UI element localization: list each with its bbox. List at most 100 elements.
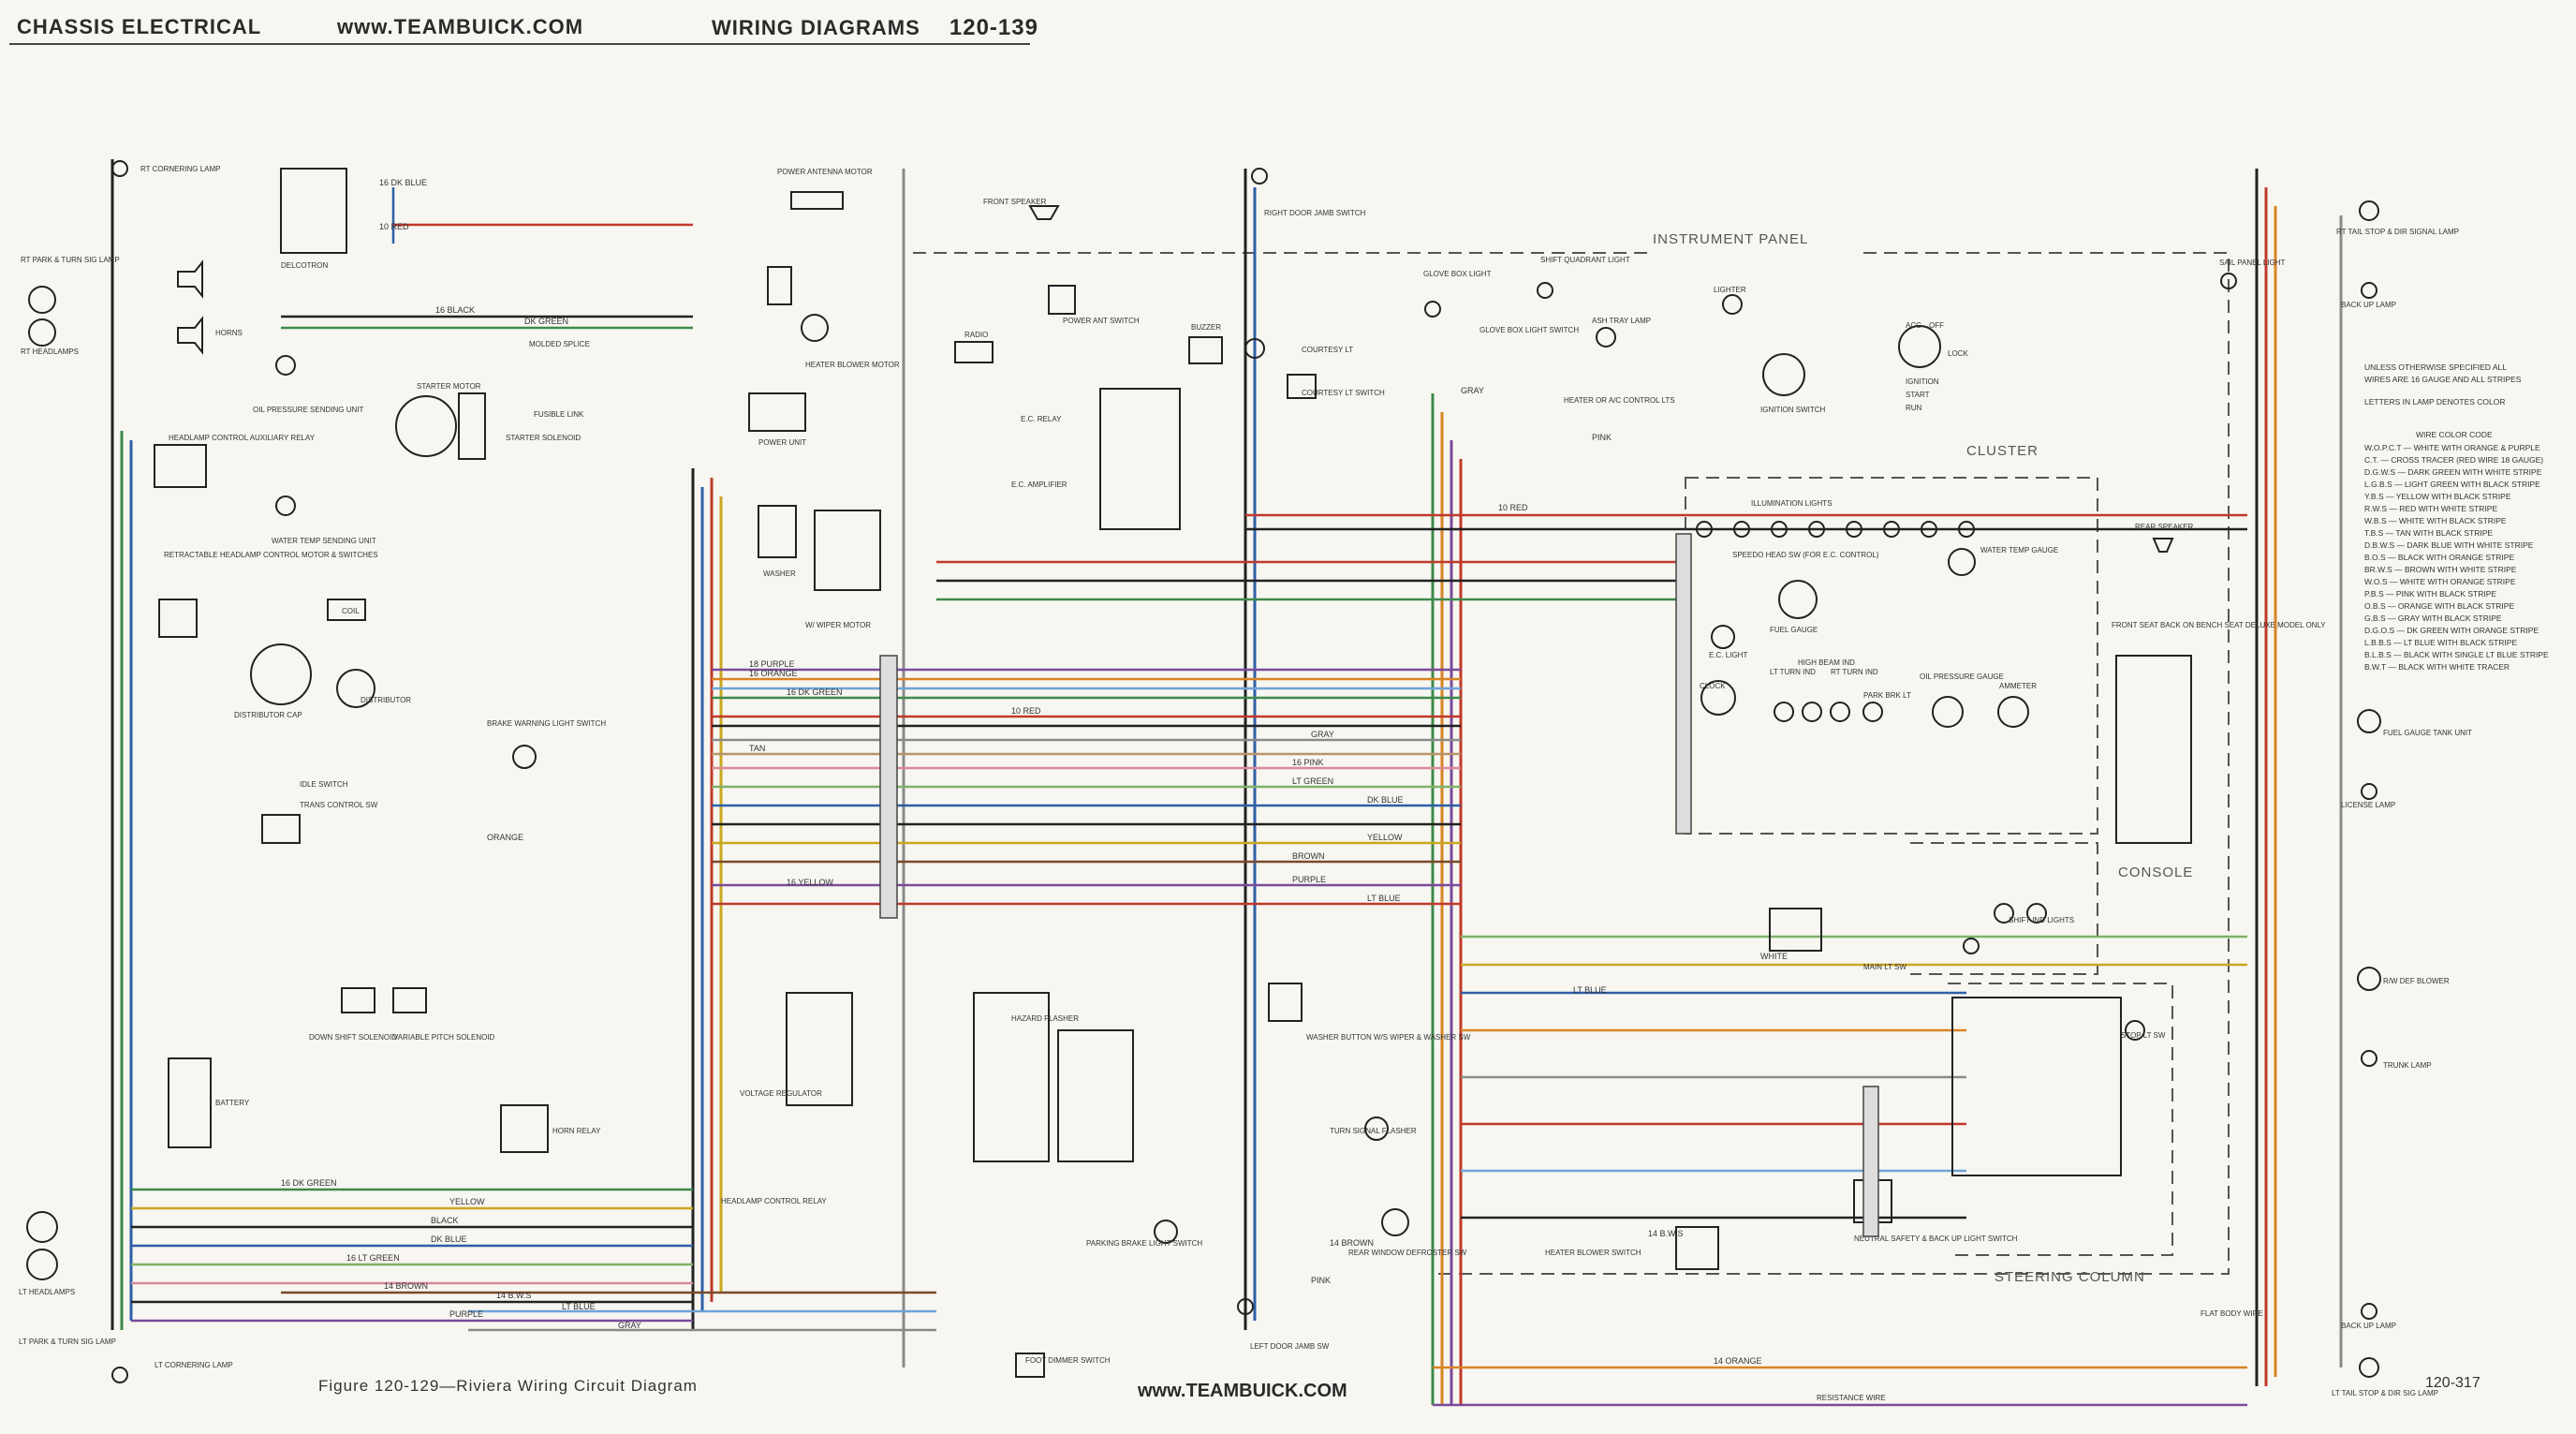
component-label: BACK UP LAMP [2341,1322,2396,1330]
component-label: HAZARD FLASHER [1011,1014,1079,1023]
component-label: RADIO [964,331,988,339]
wire-label: PURPLE [449,1309,483,1319]
parking-brake-switch-icon [1154,1220,1178,1244]
component-label: WASHER BUTTON W/S WIPER & WASHER SW [1306,1033,1471,1042]
wire-label: 18 PURPLE [749,659,795,669]
legend-intro: LETTERS IN LAMP DENOTES COLOR [2364,397,2506,407]
page-number: 120-317 [2425,1375,2480,1391]
wire-label: 10 RED [1011,706,1041,716]
wire-label: GRAY [618,1321,641,1330]
component-label: LT TURN IND [1770,668,1816,676]
component-label: REAR SPEAKER [2135,523,2193,531]
component-label: HEATER BLOWER SWITCH [1545,1249,1641,1257]
component-label: AMMETER [1999,682,2037,690]
component-label: HEADLAMP CONTROL RELAY [721,1197,827,1205]
legend-row: B.L.B.S — BLACK WITH SINGLE LT BLUE STRI… [2364,650,2549,659]
legend-title: WIRE COLOR CODE [2416,430,2493,439]
variable-pitch-solenoid-icon [392,987,427,1013]
wire-color-legend: UNLESS OTHERWISE SPECIFIED ALL WIRES ARE… [2364,362,2549,672]
ash-tray-lamp-icon [1596,327,1616,347]
legend-row: B.O.S — BLACK WITH ORANGE STRIPE [2364,553,2514,562]
heater-blower-icon [801,314,829,342]
component-label: ILLUMINATION LIGHTS [1751,499,1833,508]
page-range: 120-139 [949,15,1038,40]
component-label: BUZZER [1191,323,1221,332]
component-label: STARTER MOTOR [417,382,481,391]
legend-intro: WIRES ARE 16 GAUGE AND ALL STRIPES [2364,375,2522,384]
wire-label: YELLOW [1367,833,1403,842]
component-label: COIL [342,607,360,615]
aux-relay-icon [154,444,207,488]
retractable-motor-icon [158,599,198,638]
wire-label: GRAY [1461,386,1484,395]
footer-url: www.TEAMBUICK.COM [1138,1381,1347,1401]
buzzer-icon [1188,336,1223,364]
component-label: LT PARK & TURN SIG LAMP [19,1338,116,1346]
instrument-panel-label: INSTRUMENT PANEL [1653,231,1808,247]
defroster-blower-icon [2357,967,2381,991]
component-label: STOP LT SW [2121,1031,2166,1040]
wire-label: PINK [1311,1276,1331,1285]
lt-headlamp-icon [26,1211,58,1243]
wire-label: DK BLUE [1367,795,1404,805]
left-door-jamb-icon [1237,1298,1254,1315]
component-label: E.C. LIGHT [1709,651,1747,659]
distributor-icon [336,669,375,708]
wire-label: YELLOW [449,1197,485,1206]
radio-icon [954,341,994,363]
wire-label: WHITE [1760,952,1788,961]
legend-row: W.B.S — WHITE WITH BLACK STRIPE [2364,516,2507,525]
component-label: WATER TEMP SENDING UNIT [272,537,376,545]
component-label: IGNITION SWITCH [1760,406,1826,414]
rt-headlamp-icon [28,286,56,314]
delcotron-icon [280,168,347,254]
component-label: SAIL PANEL LIGHT [2219,259,2286,267]
header-url: www.TEAMBUICK.COM [337,15,584,38]
rt-tail-lamp-icon [2359,200,2379,221]
courtesy-switch-icon [1287,374,1317,399]
illumination-light-icon [1921,521,1937,538]
illumination-light-icon [1696,521,1713,538]
component-label: LICENSE LAMP [2341,801,2395,809]
horn-relay-icon [500,1104,549,1153]
component-label: GLOVE BOX LIGHT SWITCH [1479,326,1579,334]
component-label: RT TAIL STOP & DIR SIGNAL LAMP [2336,228,2459,236]
legend-row: L.G.B.S — LIGHT GREEN WITH BLACK STRIPE [2364,480,2540,489]
legend-row: R.W.S — RED WITH WHITE STRIPE [2364,504,2497,513]
component-label: E.C. RELAY [1021,415,1062,423]
main-light-switch-icon [1769,908,1822,952]
component-label: MOLDED SPLICE [529,340,590,348]
ec-relay-icon [1099,388,1181,530]
hazard-flasher-icon [973,992,1050,1162]
wire-label: 16 YELLOW [787,878,833,887]
component-label: POWER UNIT [758,438,806,447]
water-temp-gauge-icon [1948,548,1976,576]
component-label: FOOT DIMMER SWITCH [1025,1356,1111,1365]
blower-switch-icon [767,266,792,305]
wire-label: DK BLUE [431,1234,467,1244]
illumination-light-icon [1846,521,1862,538]
component-label: OIL PRESSURE SENDING UNIT [253,406,364,414]
lighter-icon [1722,294,1743,315]
wire-label: TAN [749,744,765,753]
component-label: FUSIBLE LINK [534,410,584,419]
front-seat-back-icon [2115,655,2192,844]
steering-column-switch-icon [1951,997,2122,1176]
ignition-position: RUN [1906,404,1922,412]
wire-label: 10 RED [379,222,409,231]
legend-row: Y.B.S — YELLOW WITH BLACK STRIPE [2364,492,2511,501]
shift-indicator-light-icon [1994,903,2014,924]
legend-row: BR.W.S — BROWN WITH WHITE STRIPE [2364,565,2517,574]
starter-motor-icon [395,395,457,457]
component-label: TURN SIGNAL FLASHER [1330,1127,1417,1135]
component-label: SHIFT IND LIGHTS [2009,916,2074,924]
wire-label: 16 DK BLUE [379,178,427,187]
fuel-gauge-icon [1778,580,1818,619]
ignition-key-icon [1898,325,1941,368]
component-label: DELCOTRON [281,261,328,270]
legend-row: T.B.S — TAN WITH BLACK STRIPE [2364,528,2493,538]
component-labels: RT CORNERING LAMP RT PARK & TURN SIG LAM… [19,165,2472,1402]
wire-label: 16 ORANGE [749,669,798,678]
component-label: PARKING BRAKE LIGHT SWITCH [1086,1239,1202,1248]
component-label: POWER ANT SWITCH [1063,317,1140,325]
